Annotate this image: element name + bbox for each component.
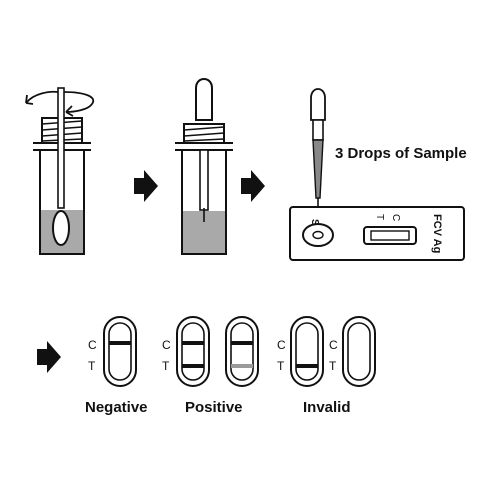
control-line <box>182 341 204 345</box>
line-label-t: T <box>162 359 170 373</box>
control-line <box>231 341 253 345</box>
brand-label: FCV Ag <box>431 214 443 253</box>
test-line <box>231 364 253 368</box>
line-label-c: C <box>88 338 97 352</box>
line-label-c: C <box>277 338 286 352</box>
line-label-t: T <box>88 359 96 373</box>
line-label-t: T <box>277 359 285 373</box>
positive-label: Positive <box>185 399 243 416</box>
rotate-arrows-icon <box>25 90 95 117</box>
line-label-c: C <box>329 338 338 352</box>
test-line <box>296 364 318 368</box>
step-1-swab-in-tube <box>25 87 95 255</box>
negative-strip <box>103 316 137 387</box>
control-line <box>109 341 131 345</box>
cassette-control-label: C <box>390 214 401 221</box>
positive-strip-strong <box>176 316 210 387</box>
result-arrow-icon <box>37 341 61 373</box>
invalid-label: Invalid <box>303 399 351 416</box>
test-line <box>182 364 204 368</box>
step-2-dropper-cap <box>175 78 233 255</box>
invalid-strip-test-only <box>290 316 324 387</box>
line-label-t: T <box>329 359 337 373</box>
sample-well-label: S <box>309 219 320 226</box>
invalid-strip-blank <box>342 316 376 387</box>
cassette-test-label: T <box>374 214 385 220</box>
line-label-c: C <box>162 338 171 352</box>
next-step-arrow-icon <box>241 170 265 202</box>
positive-strip-faint <box>225 316 259 387</box>
next-step-arrow-icon <box>134 170 158 202</box>
step-3-apply-sample <box>289 88 465 261</box>
instruction-text: 3 Drops of Sample <box>335 145 467 162</box>
negative-label: Negative <box>85 399 148 416</box>
